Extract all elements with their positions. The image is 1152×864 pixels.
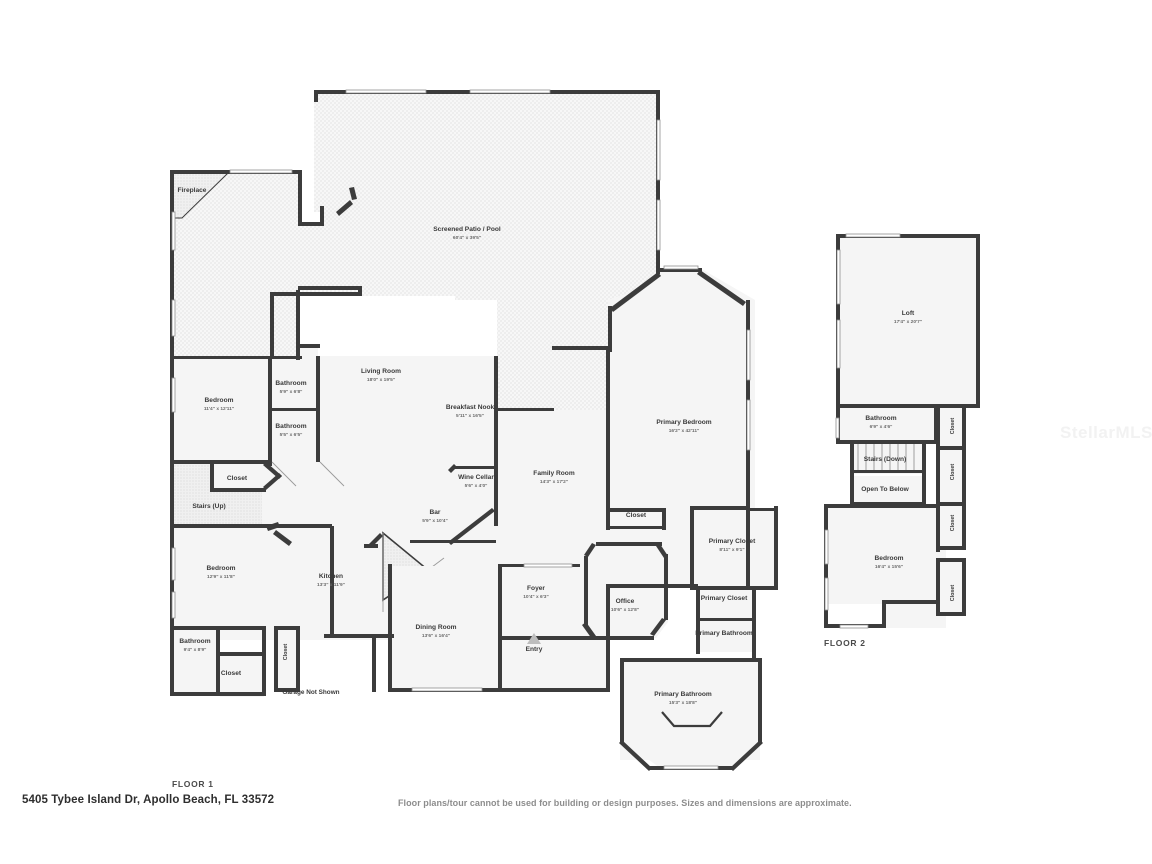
floor1-room-dimension: 13'6" x 16'4" <box>422 633 450 639</box>
patio-lower-strip <box>272 296 300 356</box>
floor1-room-dimension: 10'4" x 6'3" <box>523 594 549 600</box>
floor1-room-dimension: 5'11" x 16'5" <box>456 413 484 419</box>
foyer-fill <box>500 566 584 636</box>
floor2-vertical-label: Closet <box>950 585 956 602</box>
floor2-room-name: Loft <box>902 310 915 317</box>
entry-marker-icon <box>527 633 541 644</box>
patio-left-wing <box>170 170 360 356</box>
floor1-group <box>170 89 778 771</box>
bedroom2-fill <box>174 528 284 626</box>
floor2-room-name: Bedroom <box>875 555 904 562</box>
floor1-room-dimension: 5'9" x 6'8" <box>280 389 303 395</box>
floor1-room-name: Closet <box>227 475 248 482</box>
primary-bath-fill <box>622 660 760 768</box>
floor1-room-name: Stairs (Up) <box>192 503 225 510</box>
floor1-room-dimension: 5'9" x 10'4" <box>422 518 448 524</box>
floor1-room-name: Office <box>616 598 635 605</box>
floor1-room-name: Bedroom <box>207 565 236 572</box>
floor1-annotation: Garage Not Shown <box>282 689 339 696</box>
floor1-caption: FLOOR 1 <box>172 779 214 789</box>
dining-fill <box>390 566 500 636</box>
closet1-fill <box>212 462 280 490</box>
floor1-room-name: Bar <box>430 509 441 516</box>
floor1-room-dimension: 10'6" x 12'8" <box>611 607 639 613</box>
screened-patio-area <box>300 90 660 410</box>
floor1-room-dimension: 16'2" x 42'11" <box>669 428 700 434</box>
bath3-fill <box>172 628 220 696</box>
floor1-room-name: Primary Closet <box>709 538 756 545</box>
floor1-vertical-label: Closet <box>283 644 289 661</box>
f2-closet1-fill <box>940 408 962 446</box>
floor2-windows <box>824 233 901 629</box>
floor2-room-dimension: 16'4" x 15'6" <box>875 564 903 570</box>
floor1-room-name: Wine Cellar <box>458 474 494 481</box>
floor1-room-dimension: 11'4" x 12'11" <box>204 406 234 412</box>
floor2-vertical-label: Closet <box>950 515 956 532</box>
primary-closet-fill <box>692 508 778 588</box>
floor1-room-dimension: 18'0" x 19'5" <box>367 377 395 383</box>
floor2-room-name: Open To Below <box>861 486 909 493</box>
floor1-room-dimension: 12'9" x 11'8" <box>207 574 235 580</box>
floor2-vertical-label: Closet <box>950 464 956 481</box>
floor1-room-name: Living Room <box>361 368 401 375</box>
floor1-windows <box>171 89 751 770</box>
floor1-room-name: Closet <box>626 512 647 519</box>
floor1-room-name: Bathroom <box>275 423 306 430</box>
floor1-room-name: Kitchen <box>319 573 343 580</box>
floor1-annotation: Entry <box>526 646 543 653</box>
floor1-room-name: Primary Bathroom <box>654 691 712 698</box>
floor1-room-name: Dining Room <box>415 624 456 631</box>
primary-closet2-fill <box>698 588 756 622</box>
office-fill <box>590 545 668 638</box>
floor1-room-dimension: 5'6" x 4'0" <box>465 483 488 489</box>
floor2-room-name: Stairs (Down) <box>864 456 907 463</box>
floor2-stair-treads <box>857 444 915 470</box>
floor1-room-name: Family Room <box>533 470 575 477</box>
floor1-room-dimension: 60'4" x 39'5" <box>453 235 481 241</box>
floor1-room-dimension: 14'3" x 17'2" <box>540 479 568 485</box>
floor1-room-name: Primary Bedroom <box>656 419 711 426</box>
floor1-room-dimension: 5'5" x 6'5" <box>280 432 303 438</box>
floor1-room-name: Screened Patio / Pool <box>433 226 501 233</box>
f2-bedroom-fill <box>826 506 946 628</box>
floor1-room-dimension: 13'3" x 11'9" <box>317 582 345 588</box>
floor1-room-name: Bathroom <box>275 380 306 387</box>
floor2-room-name: Bathroom <box>865 415 896 422</box>
closet3-fill <box>220 655 264 697</box>
floor1-room-name: Closet <box>221 670 242 677</box>
primary-bath-small-fill <box>698 622 756 652</box>
bedroom1-fill <box>174 358 270 466</box>
floor1-room-dimension: 9'4" x 8'9" <box>184 647 207 653</box>
property-address: 5405 Tybee Island Dr, Apollo Beach, FL 3… <box>22 794 275 806</box>
floor1-room-name: Fireplace <box>178 187 207 194</box>
livingroom-fill <box>302 356 496 466</box>
f2-closet4-fill <box>940 562 962 614</box>
floor1-room-name: Primary Closet <box>701 595 748 602</box>
floor2-vertical-label: Closet <box>950 418 956 435</box>
floor2-caption: FLOOR 2 <box>824 638 866 648</box>
floor1-room-name: Foyer <box>527 585 545 592</box>
floor1-room-name: Bathroom <box>179 638 210 645</box>
floor1-room-name: Bedroom <box>205 397 234 404</box>
f2-closet3-fill <box>940 506 962 546</box>
floor2-room-dimension: 17'4" x 20'7" <box>894 319 922 325</box>
f2-closet2-fill <box>940 450 962 502</box>
loft-fill <box>838 236 978 408</box>
floor2-room-dimension: 6'9" x 4'6" <box>870 424 893 430</box>
entry-fill <box>500 637 608 690</box>
floor1-room-dimension: 15'3" x 18'8" <box>669 700 697 706</box>
floor2-group <box>824 233 980 629</box>
floor1-room-name: Primary Bathroom <box>695 630 753 637</box>
floor1-room-name: Breakfast Nook <box>446 404 495 411</box>
f2-bath-fill <box>838 408 938 440</box>
stellar-mls-watermark: StellarMLS <box>1060 423 1152 442</box>
floor1-room-dimension: 8'11" x 9'1" <box>719 547 744 553</box>
f2-stairs-fill <box>852 444 924 474</box>
f2-open-below-fill <box>852 476 924 504</box>
disclaimer-text: Floor plans/tour cannot be used for buil… <box>398 798 852 808</box>
